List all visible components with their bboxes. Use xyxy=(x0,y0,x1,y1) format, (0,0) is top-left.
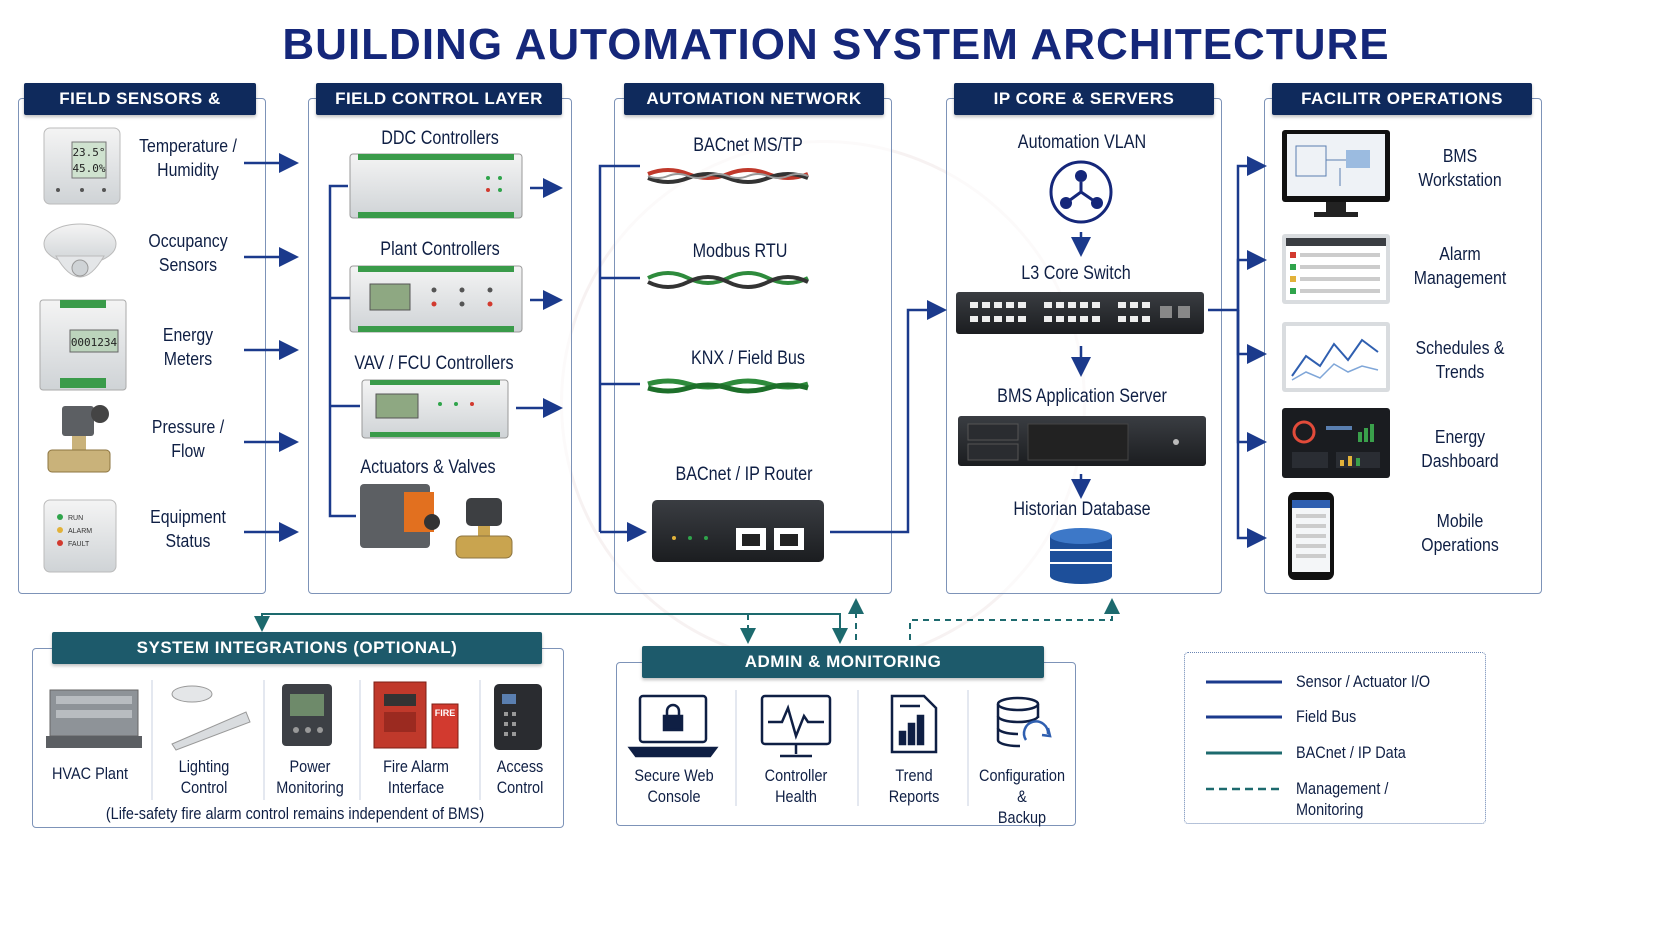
energy-meter-icon xyxy=(39,299,127,391)
fire-tag: FIRE xyxy=(435,708,456,718)
actuator-icon xyxy=(360,484,440,548)
equipment-status-icon xyxy=(43,499,117,573)
vav-controller-icon xyxy=(361,379,509,439)
access-control-icon xyxy=(494,684,542,750)
power-monitor-icon xyxy=(282,684,332,746)
fire-alarm-icon xyxy=(373,681,459,749)
modbus-rtu-cable-icon xyxy=(647,271,809,289)
led-run-label: RUN xyxy=(68,515,83,522)
admin-label-backup: Configuration & Backup xyxy=(979,766,1065,827)
core-switch-icon xyxy=(956,292,1204,334)
thermo-display-1: 23.5° xyxy=(72,146,105,159)
legend-label-sensor: Sensor / Actuator I/O xyxy=(1296,672,1431,691)
admin-header: ADMIN & MONITORING xyxy=(642,646,1044,678)
integrations-header: SYSTEM INTEGRATIONS (OPTIONAL) xyxy=(52,632,542,664)
label-core-switch: L3 Core Switch xyxy=(1021,263,1131,284)
legend-label-management: Management / Monitoring xyxy=(1296,779,1389,819)
hvac-plant-icon xyxy=(46,689,142,748)
legend-label-fieldbus: Field Bus xyxy=(1296,707,1357,726)
integration-label-lighting: Lighting Control xyxy=(178,757,230,797)
ops-label-alarm: Alarm Management xyxy=(1413,244,1507,288)
pressure-flow-icon xyxy=(47,405,111,473)
admin-label-reports: Trend Reports xyxy=(888,766,940,806)
label-knx-fieldbus: KNX / Field Bus xyxy=(690,348,805,369)
sensor-label-pressure: Pressure / Flow xyxy=(151,417,225,461)
mobile-phone-icon xyxy=(1288,492,1334,580)
label-modbus-rtu: Modbus RTU xyxy=(692,241,788,262)
thermo-display-2: 45.0% xyxy=(72,162,105,175)
admin-label-console: Secure Web Console xyxy=(634,766,714,806)
ops-label-mobile: Mobile Operations xyxy=(1421,511,1499,555)
integration-label-access: Access Control xyxy=(496,757,544,797)
occupancy-sensor-icon xyxy=(43,223,117,278)
bacnet-ip-router-icon xyxy=(652,500,824,562)
ops-label-workstation: BMS Workstation xyxy=(1418,146,1502,190)
bacnet-mstp-cable-icon xyxy=(647,168,809,184)
ip-core-header: IP CORE & SERVERS xyxy=(954,83,1214,115)
label-plant-controllers: Plant Controllers xyxy=(380,239,500,260)
workstation-icon xyxy=(1282,130,1390,217)
admin-panel xyxy=(616,662,1076,826)
automation-network-header: AUTOMATION NETWORK xyxy=(624,83,884,115)
ddc-controller-icon xyxy=(349,153,523,219)
label-historian: Historian Database xyxy=(1013,499,1151,520)
config-backup-icon xyxy=(996,696,1052,748)
vlan-icon xyxy=(1049,160,1113,224)
label-automation-vlan: Automation VLAN xyxy=(1017,132,1147,153)
integration-note: (Life-safety fire alarm control remains … xyxy=(105,804,485,823)
application-server-icon xyxy=(958,416,1206,466)
energy-meter-display: 0001234 xyxy=(71,336,118,349)
sensor-label-equipment: Equipment Status xyxy=(150,507,226,551)
lighting-icon xyxy=(171,685,251,751)
thermostat-icon xyxy=(43,127,121,205)
integration-label-hvac: HVAC Plant xyxy=(51,764,129,783)
ops-label-schedules: Schedules & Trends xyxy=(1415,338,1505,382)
page-title: BUILDING AUTOMATION SYSTEM ARCHITECTURE xyxy=(282,20,1390,69)
ops-label-energy: Energy Dashboard xyxy=(1421,427,1499,471)
admin-label-health: Controller Health xyxy=(764,766,828,806)
plant-controller-icon xyxy=(349,265,523,333)
integration-label-fire: Fire Alarm Interface xyxy=(383,757,449,797)
label-app-server: BMS Application Server xyxy=(997,386,1167,407)
sensor-label-energy: Energy Meters xyxy=(162,325,214,369)
label-vav-controllers: VAV / FCU Controllers xyxy=(354,353,514,374)
alarm-management-icon xyxy=(1282,234,1390,304)
sensor-label-occupancy: Occupancy Sensors xyxy=(148,231,228,275)
knx-cable-icon xyxy=(647,378,809,394)
label-actuators-valves: Actuators & Valves xyxy=(360,457,496,478)
secure-console-icon xyxy=(627,694,719,758)
integration-label-power: Power Monitoring xyxy=(276,757,344,797)
field-control-header: FIELD CONTROL LAYER xyxy=(316,83,562,115)
controller-health-icon xyxy=(760,694,832,758)
led-fault-label: FAULT xyxy=(68,541,90,548)
label-bacnet-ip-router: BACnet / IP Router xyxy=(675,464,813,485)
trends-icon xyxy=(1282,322,1390,392)
led-alarm-label: ALARM xyxy=(68,528,92,535)
sensor-label-temp: Temperature / Humidity xyxy=(139,136,237,180)
label-bacnet-mstp: BACnet MS/TP xyxy=(693,135,803,156)
field-sensors-header: FIELD SENSORS & METERS xyxy=(24,83,256,140)
label-ddc-controllers: DDC Controllers xyxy=(381,128,499,149)
operations-header: FACILITR OPERATIONS xyxy=(1272,83,1532,115)
legend-label-bacnet: BACnet / IP Data xyxy=(1296,743,1406,762)
energy-dashboard-icon xyxy=(1282,408,1390,478)
trend-reports-icon xyxy=(890,694,938,754)
database-icon xyxy=(1050,528,1112,584)
valve-icon xyxy=(455,498,513,559)
